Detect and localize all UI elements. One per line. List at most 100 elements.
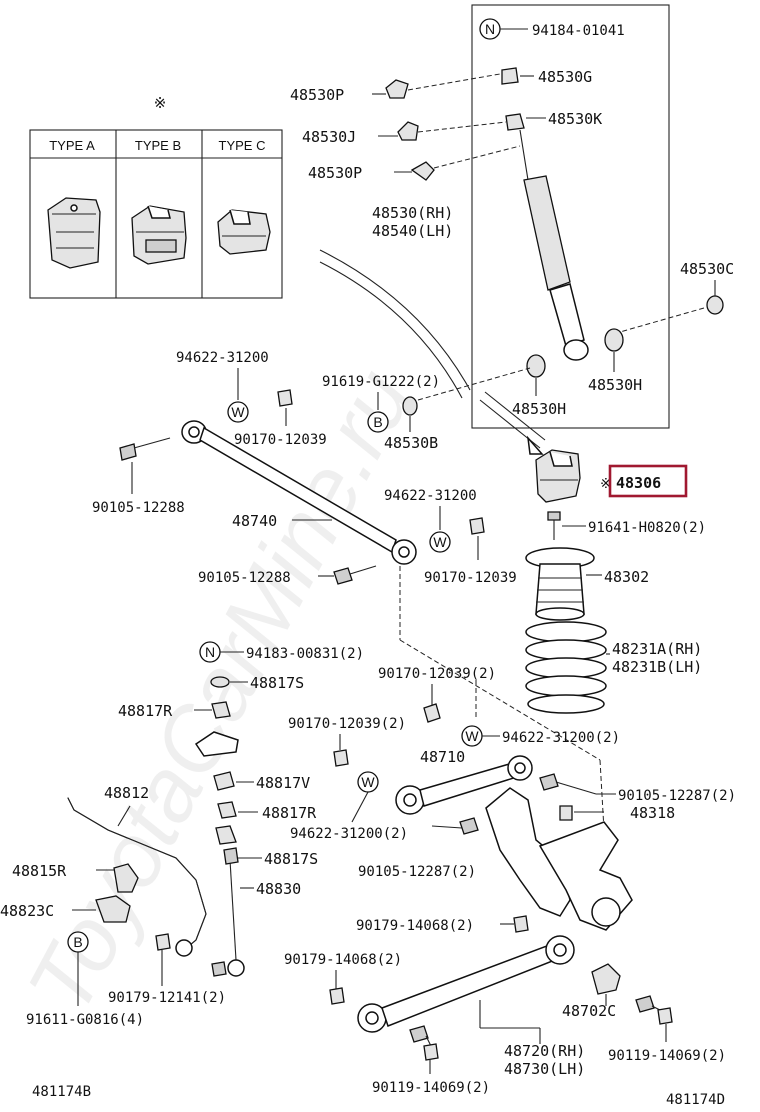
label-48530k: 48530K: [548, 110, 602, 128]
ref-code-right: 481174D: [666, 1092, 725, 1108]
label-48710: 48710: [420, 748, 465, 766]
type-table-marker: ※: [154, 94, 167, 112]
label-48702c: 48702C: [562, 1002, 616, 1020]
bump-stopper-48306: [535, 449, 581, 503]
type-c-bumper-image: [217, 209, 271, 255]
label-48817s-a: 48817S: [250, 674, 304, 692]
label-48720-rh: 48720(RH): [504, 1042, 585, 1060]
label-90119-14069-left: 90119-14069(2): [372, 1080, 490, 1096]
bolt-90119-14069-left: [409, 1025, 439, 1061]
badge-w-b: W: [429, 531, 451, 553]
label-48740: 48740: [232, 512, 277, 530]
spring-seat-48302: [525, 547, 595, 621]
axle-housing-bracket: [485, 787, 633, 931]
ref-code-left: 481174B: [32, 1084, 91, 1100]
bolt-91641-h0820: [547, 511, 561, 540]
bumper-48318: [559, 805, 573, 821]
cushion-48817v: [213, 771, 235, 791]
label-48530g: 48530G: [538, 68, 592, 86]
badge-w-d: W: [357, 771, 379, 793]
stabilizer-bracket: [194, 731, 239, 757]
label-90179-14068-a: 90179-14068(2): [356, 918, 474, 934]
cushion-48817r-b: [217, 801, 237, 819]
type-c-header: TYPE C: [219, 138, 266, 153]
label-90105-12288-a: 90105-12288: [92, 500, 185, 516]
svg-text:W: W: [231, 404, 245, 420]
shock-absorber-48530: [519, 129, 589, 361]
frame-rail-tail-2: [484, 391, 546, 441]
stabilizer-bar-48812: [67, 797, 207, 957]
label-48815r: 48815R: [12, 862, 67, 880]
label-91641-h0820: 91641-H0820(2): [588, 520, 706, 536]
svg-text:N: N: [485, 21, 495, 37]
washer-48530k: [505, 113, 525, 131]
svg-text:W: W: [465, 728, 479, 744]
nut-90170-c: [423, 703, 441, 723]
label-48730-lh: 48730(LH): [504, 1060, 585, 1078]
label-48306: 48306: [616, 474, 661, 492]
svg-text:W: W: [361, 774, 375, 790]
bracket-48823c: [95, 895, 131, 923]
cushion-48530p-mid: [410, 161, 435, 181]
upper-control-arm-48710: [395, 755, 533, 815]
label-48530h-left: 48530H: [512, 400, 566, 418]
label-48540-lh: 48540(LH): [372, 222, 453, 240]
badge-n-stabilizer: N: [199, 641, 221, 663]
bolt-90119-14069-right: [635, 995, 673, 1025]
label-48817r-b: 48817R: [262, 804, 317, 822]
label-90170-12039-a: 90170-12039: [234, 432, 327, 448]
label-94622-31200-c: 94622-31200(2): [502, 730, 620, 746]
label-48530p-mid: 48530P: [308, 164, 362, 182]
cushion-48817s-a: [210, 676, 230, 688]
bushing-48530c: [706, 295, 724, 315]
label-48530-rh: 48530(RH): [372, 204, 453, 222]
bolt-90105-12287-b: [431, 817, 479, 835]
label-48231b-lh: 48231B(LH): [612, 658, 702, 676]
label-90179-14068-b: 90179-14068(2): [284, 952, 402, 968]
label-94622-31200-a: 94622-31200: [176, 350, 269, 366]
svg-text:N: N: [205, 644, 215, 660]
label-94622-31200-b: 94622-31200: [384, 488, 477, 504]
bushing-48702c: [591, 963, 621, 995]
cushion-48817s-b: [215, 825, 237, 845]
label-94183-00831: 94183-00831(2): [246, 646, 364, 662]
cushion-48530p-top: [385, 79, 409, 99]
frame-rail-curve-inner: [319, 261, 463, 399]
cushion-48817r-a: [211, 701, 231, 719]
bolt-90179-12141: [211, 961, 227, 977]
label-48823c: 48823C: [0, 902, 54, 920]
badge-w-c: W: [461, 725, 483, 747]
svg-text:W: W: [433, 534, 447, 550]
bushing-48815r: [113, 863, 139, 893]
label-90170-12039-d: 90170-12039(2): [288, 716, 406, 732]
label-90119-14069-right: 90119-14069(2): [608, 1048, 726, 1064]
label-90179-12141: 90179-12141(2): [108, 990, 226, 1006]
type-table: ※ TYPE A TYPE B TYPE C: [29, 94, 283, 299]
badge-b-a: B: [367, 411, 389, 433]
nut-90179-14068-b: [329, 987, 345, 1005]
nut-90170-b: [469, 517, 485, 535]
label-90170-12039-b: 90170-12039: [424, 570, 517, 586]
coil-spring-48231: [525, 621, 607, 714]
type-a-bumper-image: [47, 197, 101, 269]
svg-text:B: B: [373, 414, 382, 430]
frame-rail-curve-outer: [319, 249, 471, 391]
label-48231a-rh: 48231A(RH): [612, 640, 702, 658]
shock-absorber-frame: [471, 4, 670, 429]
label-48830: 48830: [256, 880, 301, 898]
highlight-box-48306: [608, 464, 688, 498]
lower-control-arm-48720: [357, 935, 575, 1033]
nut-90170-d: [333, 749, 349, 767]
label-48817s-b: 48817S: [264, 850, 318, 868]
type-table-frame: [29, 129, 283, 299]
stabilizer-link-48830: [223, 847, 245, 977]
label-48817v: 48817V: [256, 774, 310, 792]
nut-90179-14068-a: [513, 915, 529, 933]
label-90105-12287-a: 90105-12287(2): [618, 788, 736, 804]
label-48530c: 48530C: [680, 260, 734, 278]
label-91619-g1222: 91619-G1222(2): [322, 374, 440, 390]
label-48530j: 48530J: [302, 128, 356, 146]
type-b-header: TYPE B: [135, 138, 181, 153]
nut-48530g: [501, 67, 519, 85]
